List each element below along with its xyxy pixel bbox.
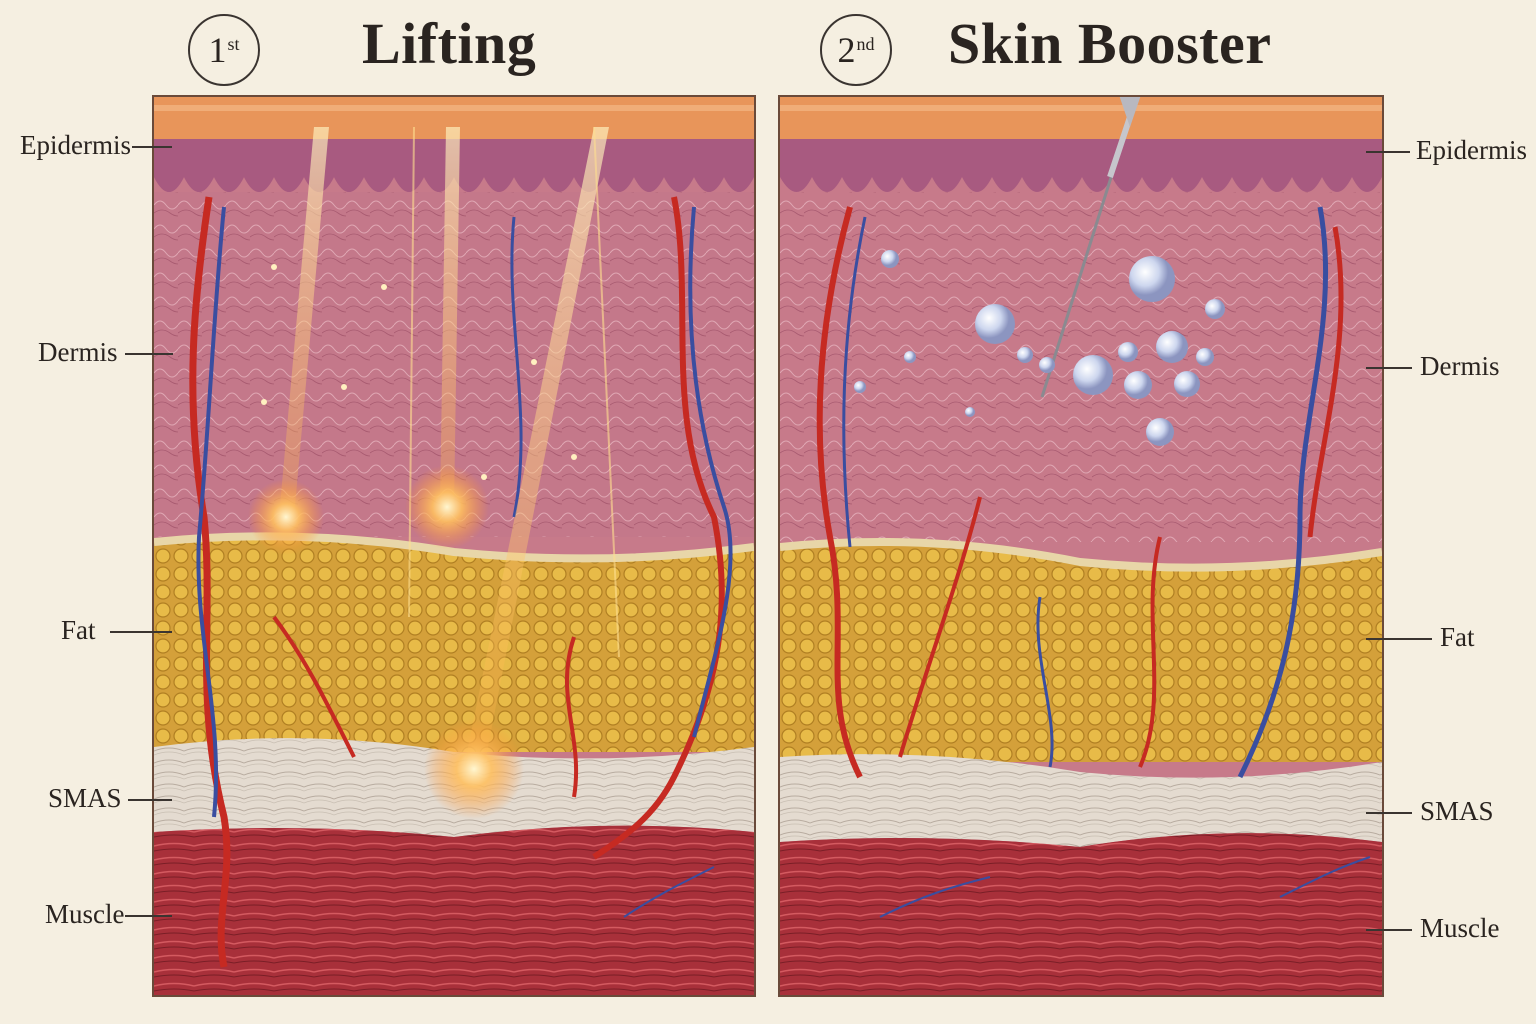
leader-line-smas-left: [128, 799, 172, 801]
leader-line-muscle-left: [125, 915, 172, 917]
step-number-suffix-2: nd: [856, 34, 875, 54]
lifting-skin-illustration: [154, 97, 754, 995]
leader-line-dermis-left: [125, 353, 173, 355]
panel-title-lifting: Lifting: [362, 11, 537, 76]
label-epidermis-left: Epidermis: [20, 130, 131, 160]
leader-line-epidermis-left: [132, 146, 172, 148]
step-number-badge-2: 2nd: [820, 14, 892, 86]
step-number-1: 1: [208, 30, 227, 70]
skin-booster-cross-section: [778, 95, 1384, 997]
leader-line-smas-right: [1366, 812, 1412, 814]
label-dermis-left: Dermis: [38, 337, 118, 367]
label-dermis-right: Dermis: [1420, 351, 1500, 381]
label-fat-left: Fat: [61, 615, 96, 645]
leader-line-fat-right: [1366, 638, 1432, 640]
label-smas-right: SMAS: [1420, 796, 1494, 826]
step-number-suffix-1: st: [227, 34, 240, 54]
label-muscle-left: Muscle: [45, 899, 125, 929]
leader-line-fat-left: [110, 631, 172, 633]
panel-title-skin-booster: Skin Booster: [948, 11, 1272, 76]
leader-line-muscle-right: [1366, 929, 1412, 931]
label-fat-right: Fat: [1440, 622, 1475, 652]
skin-booster-illustration: [780, 97, 1382, 995]
step-number-2: 2: [837, 30, 856, 70]
label-smas-left: SMAS: [48, 783, 122, 813]
label-epidermis-right: Epidermis: [1416, 135, 1527, 165]
leader-line-epidermis-right: [1366, 151, 1410, 153]
step-number-badge-1: 1st: [188, 14, 260, 86]
label-muscle-right: Muscle: [1420, 913, 1500, 943]
lifting-cross-section: [152, 95, 756, 997]
leader-line-dermis-right: [1366, 367, 1412, 369]
